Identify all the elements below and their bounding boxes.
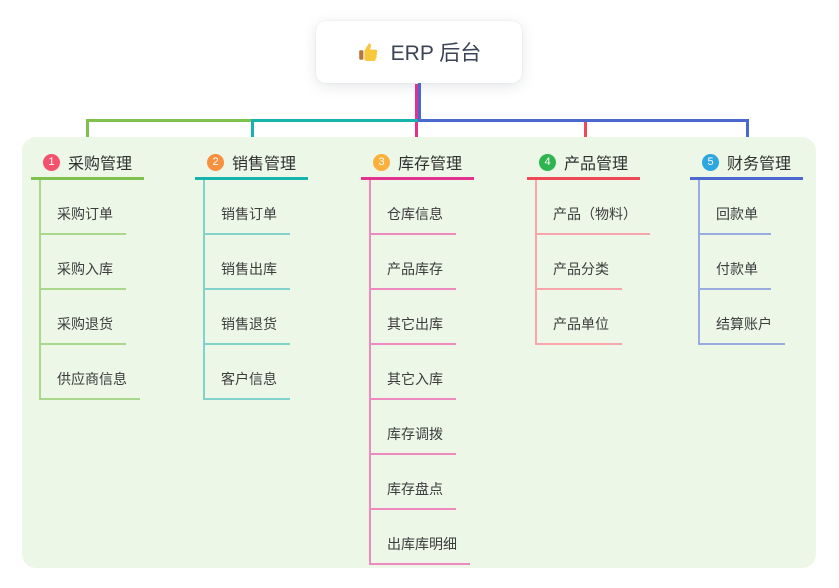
child-label: 采购入库 [57, 261, 113, 277]
connector-bus-right [418, 119, 749, 122]
connector-bus-sales [252, 119, 418, 122]
child-label: 销售出库 [221, 261, 277, 277]
child-label: 回款单 [716, 206, 758, 222]
root-label: ERP 后台 [390, 42, 482, 65]
branch-header[interactable]: 5 财务管理 [690, 147, 804, 180]
child-label: 其它出库 [387, 316, 443, 332]
branch-header[interactable]: 2 销售管理 [195, 147, 309, 180]
child-connector-line [698, 180, 700, 345]
child-label: 结算账户 [716, 316, 772, 332]
branch-header[interactable]: 1 采购管理 [31, 147, 145, 180]
branch-title: 销售管理 [232, 156, 297, 173]
child-node[interactable]: 采购入库 [39, 235, 126, 290]
child-connector-line [535, 180, 537, 345]
child-node[interactable]: 产品（物料） [535, 180, 650, 235]
connector-inventory-stem [415, 84, 418, 147]
child-label: 销售订单 [221, 206, 277, 222]
connector-root-stem [418, 83, 421, 122]
child-label: 销售退货 [221, 316, 277, 332]
branch-finance: 5 财务管理 回款单 付款单 结算账户 [690, 147, 804, 345]
child-node[interactable]: 采购订单 [39, 180, 126, 235]
child-label: 库存调拨 [387, 426, 443, 442]
child-node[interactable]: 出库库明细 [369, 510, 470, 565]
connector-drop-finance [746, 119, 749, 147]
child-node[interactable]: 产品分类 [535, 235, 622, 290]
branch-number-badge: 4 [539, 153, 556, 171]
child-node[interactable]: 其它入库 [369, 345, 456, 400]
child-label: 其它入库 [387, 371, 443, 387]
connector-drop-product [584, 122, 587, 147]
branch-number-badge: 3 [373, 153, 390, 171]
branch-title: 库存管理 [398, 156, 463, 173]
child-node[interactable]: 回款单 [698, 180, 771, 235]
branch-number-badge: 5 [702, 153, 719, 171]
child-label: 采购退货 [57, 316, 113, 332]
child-node[interactable]: 其它出库 [369, 290, 456, 345]
child-node[interactable]: 采购退货 [39, 290, 126, 345]
branch-number-badge: 1 [43, 153, 60, 171]
child-node[interactable]: 付款单 [698, 235, 771, 290]
branch-header[interactable]: 3 库存管理 [361, 147, 475, 180]
child-node[interactable]: 销售退货 [203, 290, 290, 345]
child-node[interactable]: 产品单位 [535, 290, 622, 345]
child-node[interactable]: 销售订单 [203, 180, 290, 235]
child-label: 采购订单 [57, 206, 113, 222]
connector-bus-purchase [86, 119, 253, 122]
child-node[interactable]: 产品库存 [369, 235, 456, 290]
branch-number-badge: 2 [207, 153, 224, 171]
child-label: 库存盘点 [387, 481, 443, 497]
branch-title: 财务管理 [727, 156, 792, 173]
branch-header[interactable]: 4 产品管理 [527, 147, 641, 180]
child-label: 产品分类 [553, 261, 609, 277]
child-node[interactable]: 销售出库 [203, 235, 290, 290]
branch-product: 4 产品管理 产品（物料） 产品分类 产品单位 [527, 147, 650, 345]
branch-inventory: 3 库存管理 仓库信息 产品库存 其它出库 其它入库 库存调拨 库存盘点 出库库… [361, 147, 475, 565]
child-connector-line [203, 180, 205, 400]
child-node[interactable]: 结算账户 [698, 290, 785, 345]
branch-title: 采购管理 [68, 156, 133, 173]
child-connector-line [39, 180, 41, 400]
child-label: 产品库存 [387, 261, 443, 277]
thumbs-up-icon [357, 40, 381, 64]
connector-drop-sales [251, 119, 254, 147]
child-label: 产品单位 [553, 316, 609, 332]
child-label: 仓库信息 [387, 206, 443, 222]
branches-panel [22, 137, 816, 568]
child-label: 供应商信息 [57, 371, 127, 387]
root-node[interactable]: ERP 后台 [316, 21, 522, 83]
branch-title: 产品管理 [564, 156, 629, 173]
child-node[interactable]: 仓库信息 [369, 180, 456, 235]
child-connector-line [369, 180, 371, 565]
child-node[interactable]: 供应商信息 [39, 345, 140, 400]
child-node[interactable]: 库存调拨 [369, 400, 456, 455]
child-node[interactable]: 客户信息 [203, 345, 290, 400]
child-node[interactable]: 库存盘点 [369, 455, 456, 510]
child-label: 产品（物料） [553, 206, 637, 222]
child-label: 客户信息 [221, 371, 277, 387]
connector-drop-purchase [86, 119, 89, 147]
branch-purchase: 1 采购管理 采购订单 采购入库 采购退货 供应商信息 [31, 147, 145, 400]
child-label: 付款单 [716, 261, 758, 277]
branch-sales: 2 销售管理 销售订单 销售出库 销售退货 客户信息 [195, 147, 309, 400]
child-label: 出库库明细 [387, 536, 457, 552]
